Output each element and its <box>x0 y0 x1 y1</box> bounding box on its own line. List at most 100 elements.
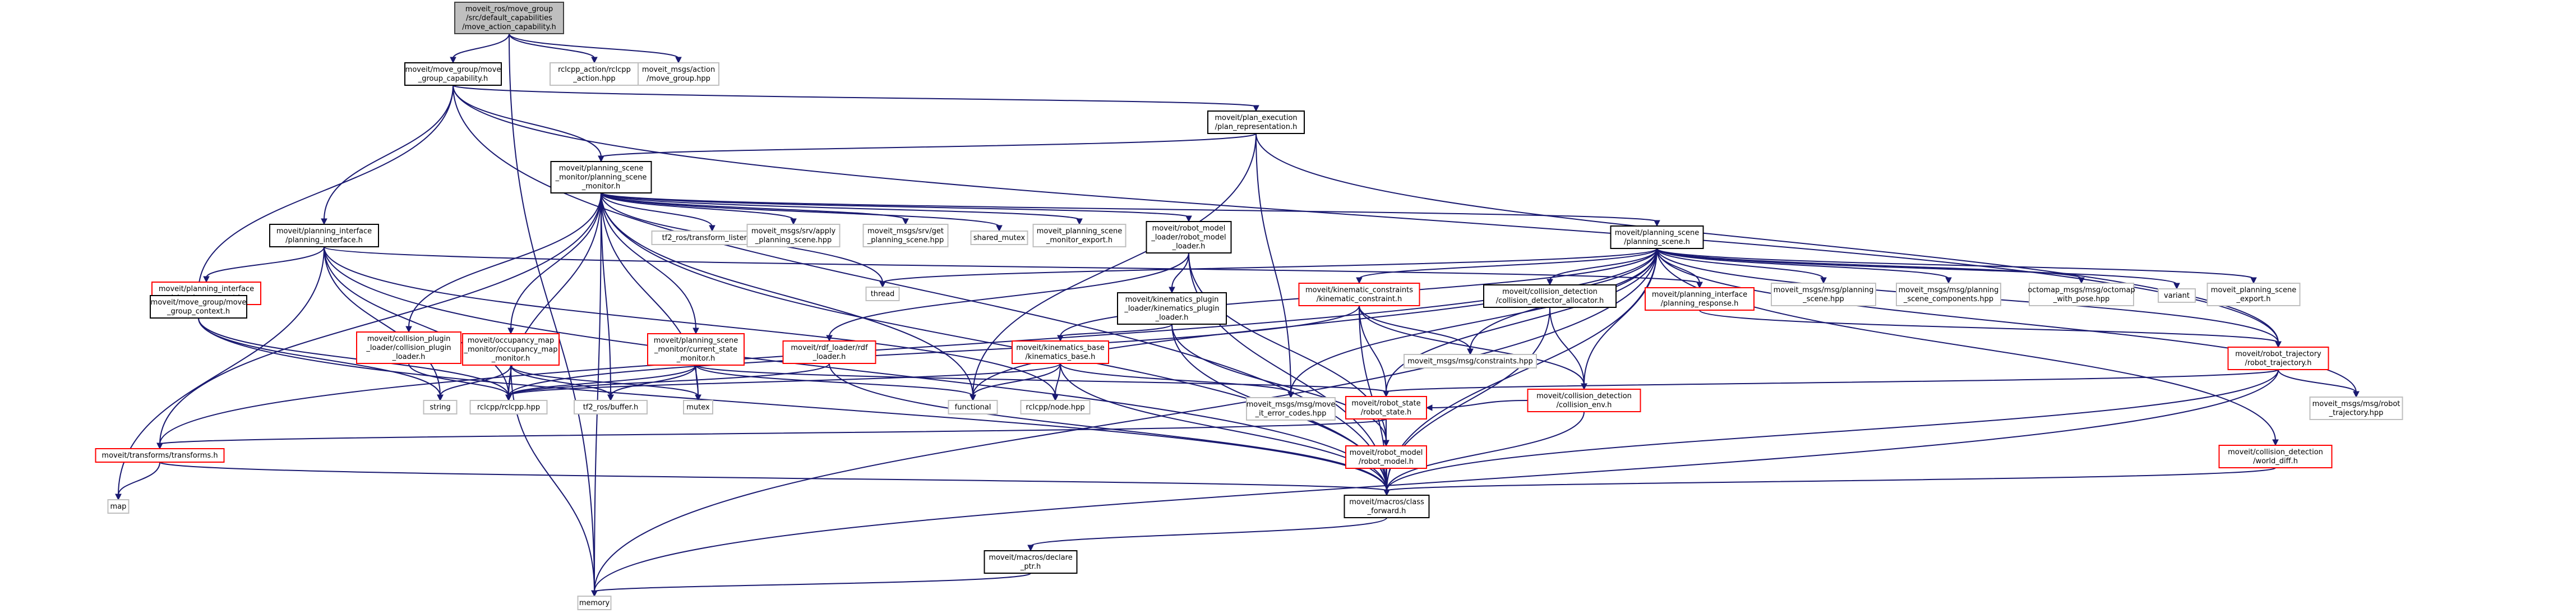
node-label-line: /move_action_capability.h <box>462 23 556 31</box>
node-occ[interactable]: moveit/occupancy_map_monitor/occupancy_m… <box>462 333 560 366</box>
node-label-line: moveit/robot_trajectory <box>2235 350 2321 358</box>
node-label-line: moveit/robot_state <box>1351 399 1420 408</box>
node-box <box>454 2 564 34</box>
node-label-line: moveit/transforms/transforms.h <box>101 451 218 460</box>
node-psm[interactable]: moveit/planning_scene_monitor/planning_s… <box>550 161 652 193</box>
node-mutex: mutex <box>683 400 713 414</box>
node-cf[interactable]: moveit/macros/class_forward.h <box>1344 495 1430 518</box>
node-rm[interactable]: moveit/robot_model/robot_model.h <box>1345 445 1427 469</box>
edge-line <box>1386 411 1585 491</box>
node-map: map <box>107 499 130 514</box>
edge-line <box>1386 369 2279 393</box>
edge-psm-to-psm_export <box>601 192 1083 225</box>
node-label-line: moveit_msgs/msg/robot <box>2312 400 2400 408</box>
edge-line <box>601 192 1658 222</box>
node-label-line: _planning_scene.hpp <box>755 236 832 245</box>
edge-root-to-msgs_action <box>509 33 682 64</box>
node-dp[interactable]: moveit/macros/declare_ptr.h <box>984 550 1078 574</box>
node-urdf[interactable]: moveit/rdf_loader/rdf_loader.h <box>782 340 876 364</box>
node-label-line: moveit/planning_interface <box>159 285 254 293</box>
node-memory: memory <box>577 596 612 610</box>
edge-arrowhead <box>675 57 682 64</box>
edge-arrowhead <box>1287 391 1294 399</box>
node-label-line: moveit/collision_detection <box>1502 288 1598 296</box>
node-csm[interactable]: moveit/planning_scene_monitor/current_st… <box>647 333 745 366</box>
node-cenv[interactable]: moveit/collision_detection/collision_env… <box>1527 389 1641 412</box>
edge-line <box>601 192 1387 491</box>
node-wd[interactable]: moveit/collision_detection/world_diff.h <box>2218 445 2333 468</box>
node-label-line: thread <box>871 290 895 298</box>
node-label-line: /collision_env.h <box>1557 401 1612 409</box>
edge-line <box>1290 248 1658 394</box>
node-label-line: moveit_msgs/msg/move <box>1247 400 1336 409</box>
edge-line <box>1656 248 1824 279</box>
node-cpl[interactable]: moveit/collision_plugin_loader/collision… <box>356 331 461 364</box>
edge-line <box>118 462 160 496</box>
edge-psm-to-rml <box>601 192 1192 223</box>
node-pi_response[interactable]: moveit/planning_interface/planning_respo… <box>1645 287 1755 311</box>
node-box <box>1246 397 1336 421</box>
node-kc[interactable]: moveit/kinematic_constraints/kinematic_c… <box>1298 283 1420 306</box>
node-mg_cap[interactable]: moveit/move_group/move_group_capability.… <box>404 62 502 86</box>
edge-arrowhead <box>695 394 701 402</box>
edge-line <box>1699 310 2279 343</box>
edge-psm-to-ps <box>601 192 1660 227</box>
edge-line <box>601 192 713 227</box>
node-label-line: _action.hpp <box>573 75 615 83</box>
edge-line <box>1656 248 2276 441</box>
edge-kpl-to-kb <box>1057 324 1172 342</box>
node-rml[interactable]: moveit/robot_model_loader/robot_model_lo… <box>1146 221 1232 254</box>
node-label-line: moveit/collision_detection <box>2228 448 2323 457</box>
edge-arrowhead <box>996 225 1003 232</box>
node-label-line: /robot_state.h <box>1361 408 1412 417</box>
node-rt[interactable]: moveit/robot_trajectory/robot_trajectory… <box>2227 347 2329 370</box>
edge-line <box>1171 252 1189 289</box>
node-label-line: _monitor.h <box>581 182 621 191</box>
node-ps[interactable]: moveit/planning_scene/planning_scene.h <box>1610 225 1704 249</box>
edge-arrowhead <box>2275 341 2282 348</box>
edge-root-to-memory <box>509 33 598 597</box>
edge-line <box>1386 468 1387 491</box>
node-box <box>269 224 379 247</box>
node-tfs[interactable]: moveit/transforms/transforms.h <box>95 448 225 463</box>
node-label-line: moveit/macros/declare <box>989 554 1072 562</box>
node-label-line: _monitor/occupancy_map <box>464 345 558 354</box>
node-mg_context[interactable]: moveit/move_group/move_group_context.h <box>150 295 247 319</box>
edge-ps-to-psc_msg <box>1656 248 1952 284</box>
node-pi[interactable]: moveit/planning_interface/planning_inter… <box>269 224 379 247</box>
edge-arrowhead <box>321 218 327 225</box>
edge-line <box>601 192 973 397</box>
edge-arrowhead <box>591 57 598 64</box>
edge-mg_cap-to-plan_exec <box>453 85 1259 112</box>
node-box <box>683 400 713 414</box>
node-label-line: moveit/move_group/move <box>151 298 247 307</box>
edge-line <box>601 192 1000 227</box>
edge-ps-to-ps_msg <box>1656 248 1827 284</box>
node-kpl[interactable]: moveit/kinematics_plugin_loader/kinemati… <box>1117 292 1227 325</box>
node-rs[interactable]: moveit/robot_state/robot_state.h <box>1345 396 1427 420</box>
node-box <box>107 499 130 514</box>
edge-line <box>1255 133 1291 394</box>
node-variant: variant <box>2158 288 2196 303</box>
edge-line <box>510 365 595 592</box>
edge-occ-to-string <box>437 365 511 402</box>
node-label-line: _loader.h <box>1155 314 1189 322</box>
node-ps_msg: moveit_msgs/msg/planning_scene.hpp <box>1771 283 1876 306</box>
node-label-line: moveit/planning_scene <box>559 164 643 173</box>
node-label-line: _loader.h <box>392 353 426 361</box>
edge-arrowhead <box>1185 215 1192 223</box>
edge-line <box>198 317 1387 491</box>
edge-line <box>453 33 510 59</box>
node-kb[interactable]: moveit/kinematics_base/kinematics_base.h <box>1012 340 1109 364</box>
edge-line <box>1359 305 1387 393</box>
node-box <box>356 331 461 364</box>
edge-ps-to-kc <box>1356 248 1658 284</box>
edge-line <box>695 365 699 397</box>
edge-arrowhead <box>902 218 909 225</box>
node-cda[interactable]: moveit/collision_detection/collision_det… <box>1483 284 1617 308</box>
node-plan_exec[interactable]: moveit/plan_execution/plan_representatio… <box>1207 110 1305 134</box>
node-box <box>404 62 502 86</box>
node-label-line: /world_diff.h <box>2253 457 2298 465</box>
node-label-line: moveit_msgs/srv/get <box>867 227 944 236</box>
node-label-line: moveit/collision_detection <box>1536 392 1632 400</box>
